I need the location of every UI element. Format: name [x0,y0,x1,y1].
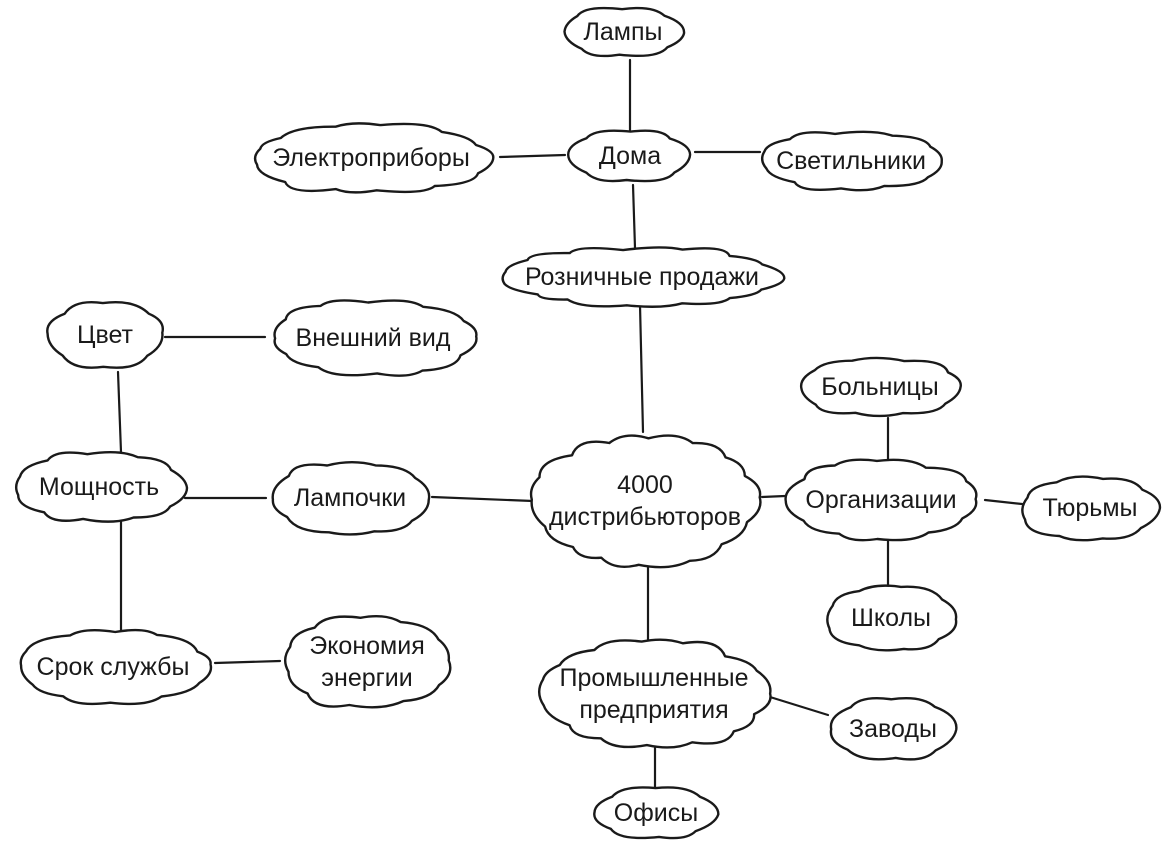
cloud-shape [784,458,978,542]
cloud-shape [538,638,772,749]
cloud-shape [46,301,164,369]
cloud-outline [566,129,692,183]
node-hospitals-label: Больницы [821,373,939,401]
node-bulbs-label: Лампочки [293,484,407,512]
node-color: Цвет [40,298,170,372]
cloud-shape [593,786,720,840]
cloud-outline [273,299,478,377]
cloud-shape [253,122,495,194]
node-energy-saving-label: Экономия энергии [309,632,425,692]
link-homes-retail [631,183,637,250]
node-offices-label: Офисы [613,799,699,827]
node-organizations-label: Организации [805,486,957,514]
node-schools-label: Школы [850,604,932,632]
cloud-shape [826,584,958,652]
cloud-shape [271,461,431,536]
node-fixtures: Светильники [750,128,952,194]
node-appearance: Внешний вид [262,296,484,380]
cloud-outline [19,628,213,706]
cloud-outline [253,122,495,194]
cloud-outline [784,458,978,542]
cloud-outline [829,696,958,761]
cloud-outline [538,638,772,749]
node-industrial: Промышленные предприятия [530,636,778,752]
cloud-shape [761,130,943,192]
node-homes-label: Дома [598,142,662,170]
node-organizations: Организации [776,456,986,544]
node-retail: Розничные продажи [490,244,794,310]
node-lamps-label: Лампы [583,18,663,46]
link-industrial-factories [768,695,830,717]
link-organizations-prisons [983,498,1024,506]
node-prisons: Тюрьмы [1014,472,1166,544]
link-bulbs-distributors [430,495,535,503]
node-hospitals: Больницы [790,354,970,420]
node-lifespan: Срок службы [8,626,218,708]
cloud-shape [273,299,478,377]
cloud-shape [799,356,962,418]
cloud-shape [529,434,762,569]
node-factories: Заводы [822,694,964,764]
node-appearance-label: Внешний вид [295,324,451,352]
node-power-label: Мощность [38,473,160,501]
node-fixtures-label: Светильники [776,147,926,175]
link-retail-distributors [638,303,645,434]
cloud-outline [529,434,762,569]
link-appliances-homes [498,153,567,159]
link-distributors-organizations [760,494,787,499]
node-distributors: 4000 дистрибьюторов [522,430,768,572]
cloud-outline [46,301,164,369]
cloud-outline [593,786,720,840]
cloud-shape [1021,475,1162,542]
cloud-outline [271,461,431,536]
node-distributors-label: 4000 дистрибьюторов [548,471,742,531]
node-industrial-label: Промышленные предприятия [559,664,749,724]
node-lifespan-label: Срок службы [36,653,190,681]
cloud-outline [1021,475,1162,542]
node-offices: Офисы [588,784,724,842]
cloud-shape [566,129,692,183]
cloud-shape [829,696,958,761]
node-factories-label: Заводы [849,715,937,743]
cloud-outline [563,6,686,58]
cloud-outline [15,450,189,523]
node-homes: Дома [562,127,698,185]
cloud-outline [761,130,943,192]
node-color-label: Цвет [76,321,134,349]
cloud-shape [19,628,213,706]
node-prisons-label: Тюрьмы [1042,494,1138,522]
cloud-outline [799,356,962,418]
link-lifespan-energy [213,659,282,665]
node-bulbs: Лампочки [262,458,438,538]
node-appliances: Электроприборы [240,120,502,196]
node-power: Мощность [4,448,194,526]
node-appliances-label: Электроприборы [272,144,470,172]
cloud-shape [15,450,189,523]
cloud-outline [284,614,452,709]
node-energy-saving: Экономия энергии [276,612,458,712]
cloud-shape [501,246,786,308]
cloud-outline [826,584,958,652]
cloud-shape [284,614,452,709]
node-schools: Школы [818,582,964,654]
node-retail-label: Розничные продажи [524,263,760,291]
link-color-power [116,370,123,454]
cloud-shape [563,6,686,58]
cloud-outline [501,246,786,308]
node-lamps: Лампы [556,4,690,60]
